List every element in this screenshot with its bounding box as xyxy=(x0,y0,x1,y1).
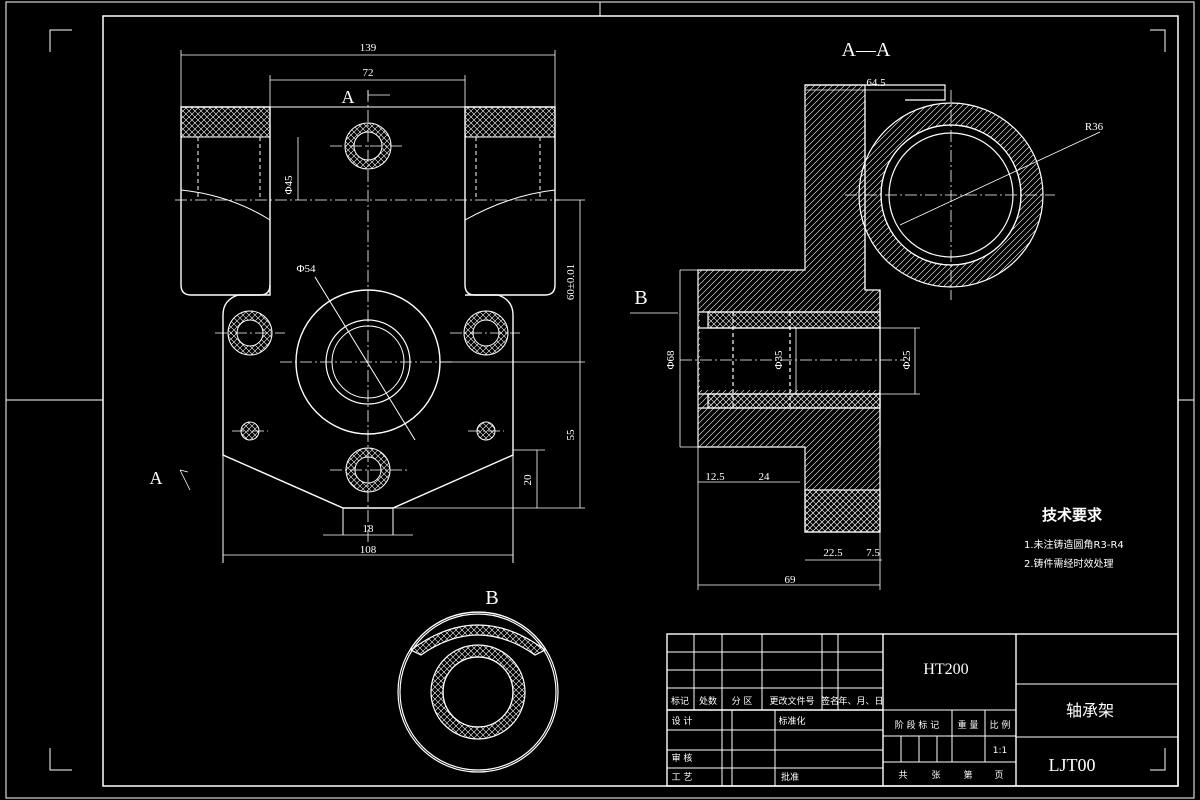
dim-22-5: 22.5 xyxy=(823,547,843,559)
dim-phi68: Φ68 xyxy=(665,350,677,370)
dim-108: 108 xyxy=(360,544,377,556)
part-name: 轴承架 xyxy=(1066,701,1114,720)
rev-header-mark: 标记 xyxy=(671,695,689,707)
dim-phi25: Φ25 xyxy=(901,350,913,370)
rev-header-date: 年、月、日 xyxy=(838,695,883,707)
section-labels: A—A B xyxy=(634,39,891,309)
dim-phi45: Φ45 xyxy=(283,175,295,195)
dim-69: 69 xyxy=(785,574,797,586)
tech-requirements: 技术要求 1.未注铸造圆角R3-R4 2.铸件需经时效处理 xyxy=(1024,506,1124,570)
section-dimension-lines xyxy=(630,85,1101,590)
dim-60: 60±0.01 xyxy=(565,264,577,300)
front-labels: A A xyxy=(150,87,355,488)
material: HT200 xyxy=(923,661,968,678)
tech-req-item-2: 2.铸件需经时效处理 xyxy=(1024,557,1114,570)
dim-phi54: Φ54 xyxy=(296,263,316,275)
dim-24: 24 xyxy=(759,471,771,483)
section-view xyxy=(680,84,1055,533)
label-design: 设 计 xyxy=(672,715,693,727)
sheet-unit-1: 张 xyxy=(931,770,940,781)
scale-value: 1:1 xyxy=(993,746,1007,756)
label-process: 工 艺 xyxy=(672,772,693,783)
label-standardize: 标准化 xyxy=(778,715,805,727)
stage-header-weight: 重 量 xyxy=(958,719,979,731)
sheet-no: 第 xyxy=(963,769,972,781)
label-review: 审 核 xyxy=(672,752,693,764)
dim-18: 18 xyxy=(363,523,375,535)
front-dimension-lines xyxy=(179,50,585,556)
view-b xyxy=(397,611,559,773)
rev-header-zone: 分 区 xyxy=(732,696,753,707)
title-block xyxy=(666,633,1179,787)
rev-header-doc: 更改文件号 xyxy=(769,695,814,707)
dim-139: 139 xyxy=(360,42,377,54)
front-dimension-text: 139 72 Φ45 Φ54 60±0.01 55 20 18 108 xyxy=(283,42,577,556)
rev-header-count: 处数 xyxy=(699,695,717,707)
section-mark-a-top: A xyxy=(342,87,355,107)
drawing-number: LJT00 xyxy=(1049,755,1096,775)
tech-req-item-1: 1.未注铸造圆角R3-R4 xyxy=(1024,538,1124,551)
tech-req-title: 技术要求 xyxy=(1042,506,1103,524)
section-mark-a-left: A xyxy=(150,468,163,488)
dim-r36: R36 xyxy=(1085,121,1104,133)
view-b-title: B xyxy=(485,587,498,609)
stage-header-mark: 阶 段 标 记 xyxy=(895,719,940,731)
title-block-text: HT200 轴承架 LJT00 1:1 标记 处数 分 区 更改文件号 签名 年… xyxy=(671,661,1114,783)
dim-phi35: Φ35 xyxy=(773,350,785,370)
dim-55: 55 xyxy=(565,429,577,441)
front-view xyxy=(175,90,560,563)
dim-12-5: 12.5 xyxy=(705,471,725,483)
dim-72: 72 xyxy=(363,67,374,79)
sheet-frame xyxy=(5,1,1195,799)
section-title: A—A xyxy=(842,39,891,61)
section-dimension-text: 64.5 R36 Φ68 Φ35 Φ25 12.5 24 22.5 7.5 69 xyxy=(665,77,1104,586)
label-approve: 批准 xyxy=(781,771,799,783)
dim-7-5: 7.5 xyxy=(866,547,880,559)
stage-header-scale: 比 例 xyxy=(990,719,1011,731)
sheet-unit-2: 页 xyxy=(994,770,1003,781)
rev-header-sign: 签名 xyxy=(821,695,839,707)
sheet-total: 共 xyxy=(898,770,907,781)
dim-20: 20 xyxy=(522,474,534,486)
view-mark-b: B xyxy=(634,287,647,309)
dim-64-5: 64.5 xyxy=(866,77,886,89)
